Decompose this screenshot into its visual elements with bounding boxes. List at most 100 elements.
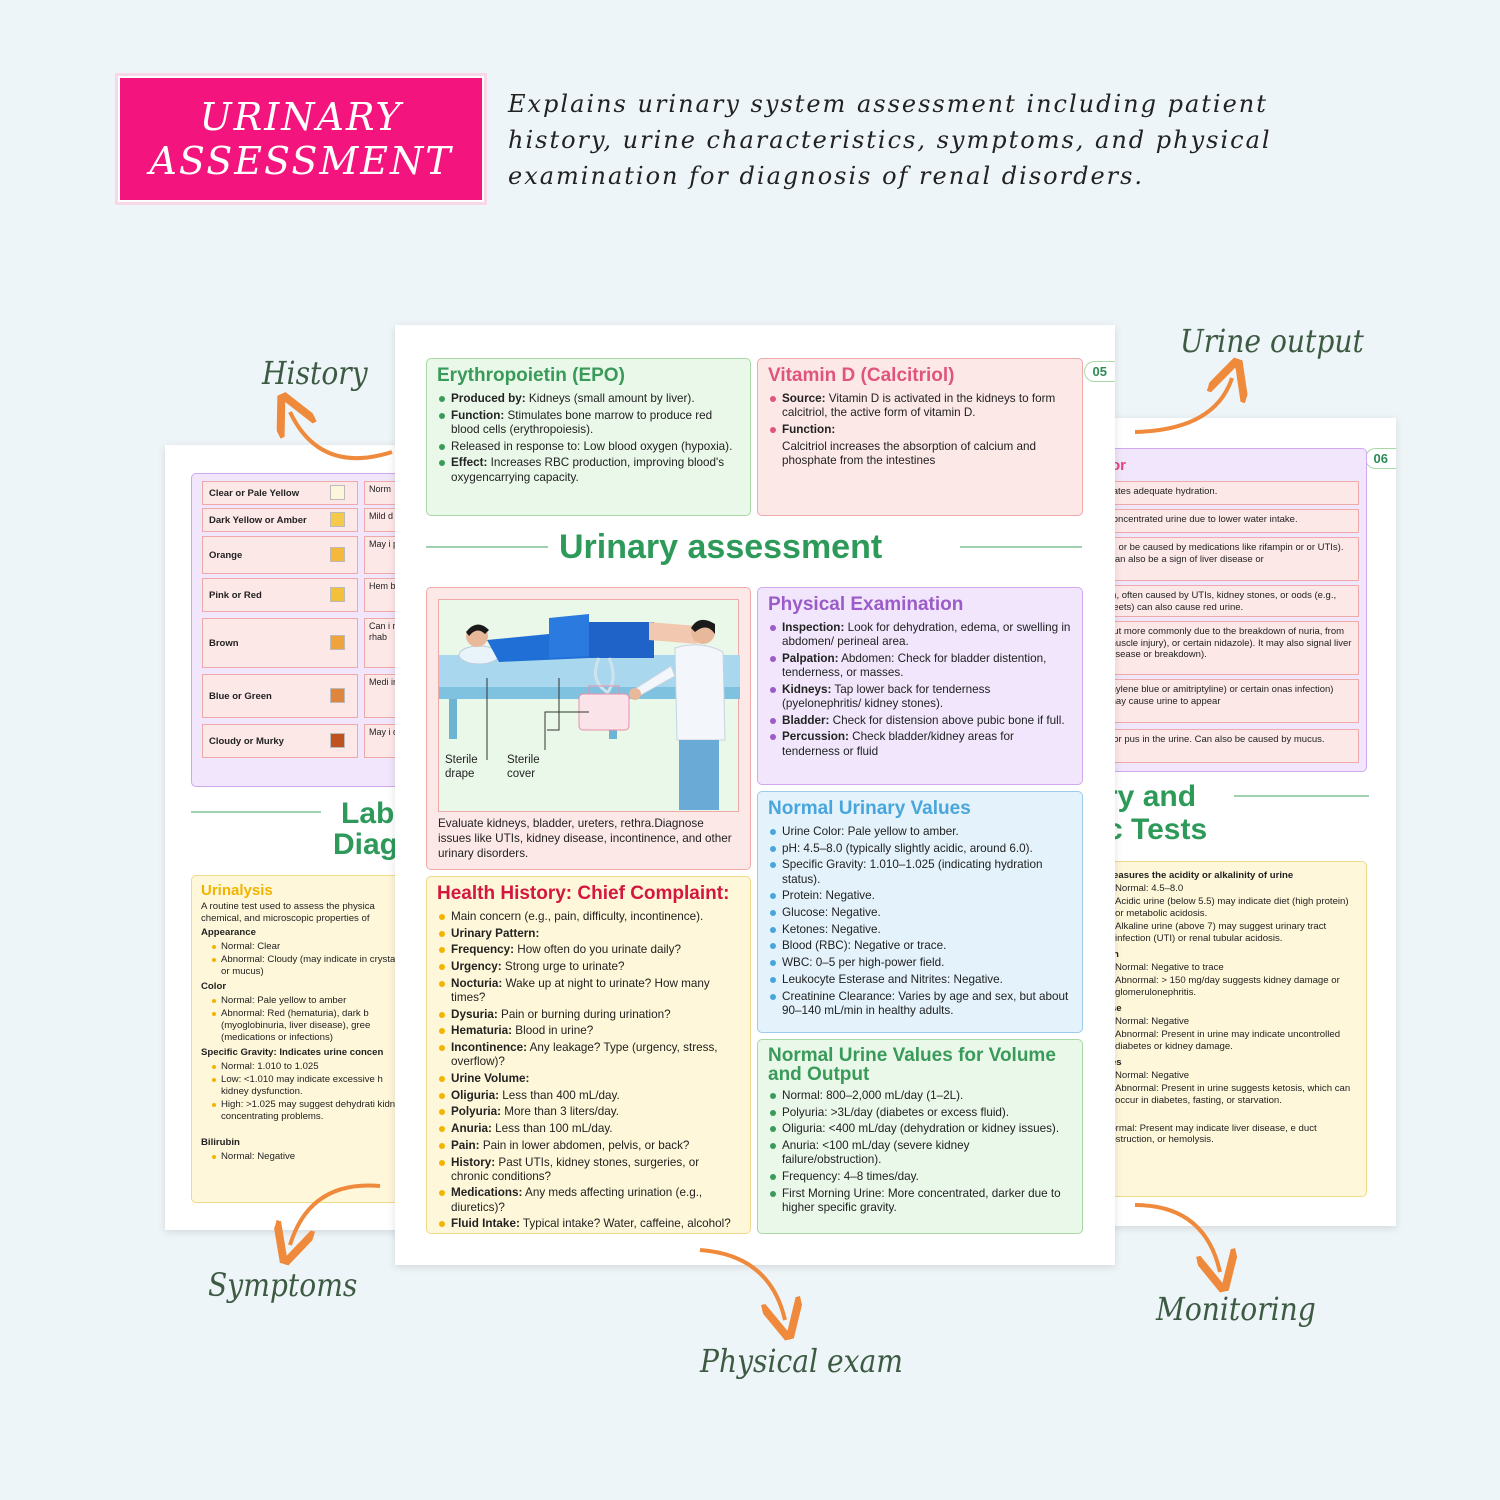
list-item: Abnormal: Present in urine may indicate … xyxy=(1115,1029,1341,1052)
item-label: Percussion: xyxy=(782,730,849,744)
item-text: Past UTIs, kidney stones, surgeries, or … xyxy=(451,1155,700,1183)
item-label: Oliguria: xyxy=(451,1088,500,1102)
callout-history: History xyxy=(262,354,368,392)
item-text: Main concern (e.g., pain, difficulty, in… xyxy=(451,910,704,923)
list-item: Fluid Intake: Typical intake? Water, caf… xyxy=(437,1217,740,1231)
list-item: Normal: 800–2,000 mL/day (1–2L). xyxy=(768,1089,1072,1103)
glucose-heading: ose xyxy=(1105,1003,1356,1014)
list-item: Blood (RBC): Negative or trace. xyxy=(768,939,1072,953)
item-text: Released in response to: Low blood oxyge… xyxy=(451,439,733,453)
item-label: Fluid Intake: xyxy=(451,1217,520,1231)
color-meaning-row: e), often caused by UTIs, kidney stones,… xyxy=(1101,585,1359,617)
title-line-2: ASSESSMENT xyxy=(149,139,453,183)
item-label: Palpation: xyxy=(782,651,839,665)
ph-heading: Measures the acidity or alkalinity of ur… xyxy=(1105,870,1294,881)
item-label: Urinary Pattern: xyxy=(451,926,540,940)
normal-values-list: Urine Color: Pale yellow to amber. pH: 4.… xyxy=(768,825,1072,1018)
urinalysis-box: Urinalysis A routine test used to assess… xyxy=(191,875,405,1203)
volume-output-list: Normal: 800–2,000 mL/day (1–2L).Polyuria… xyxy=(768,1089,1072,1215)
item-text: Abdomen: Check for bladder distention, t… xyxy=(782,651,1047,680)
list-item: Urgency: Strong urge to urinate? xyxy=(437,960,740,974)
item-label: Incontinence: xyxy=(451,1041,527,1055)
list-item: Frequency: 4–8 times/day. xyxy=(768,1170,1072,1184)
item-text: Check for distension above pubic bone if… xyxy=(829,713,1065,727)
color-name-text: Cloudy or Murky xyxy=(209,735,284,747)
item-label: Source: xyxy=(782,392,826,405)
vitamin-d-box: Vitamin D (Calcitriol) Source: Vitamin D… xyxy=(757,358,1083,516)
color-name: Pink or Red xyxy=(202,578,358,612)
item-label: Inspection: xyxy=(782,621,845,634)
urine-color-meaning-table: or cates adequate hydration.concentrated… xyxy=(1100,448,1367,772)
callout-monitoring: Monitoring xyxy=(1156,1290,1316,1328)
item-text: Pain in lower abdomen, pelvis, or back? xyxy=(479,1138,690,1152)
list-item: Hematuria: Blood in urine? xyxy=(437,1024,740,1038)
list-item: normal: Present may indicate liver disea… xyxy=(1105,1122,1317,1146)
color-swatch xyxy=(330,485,345,500)
list-item: Function: xyxy=(768,423,1072,437)
list-item: Oliguria: Less than 400 mL/day. xyxy=(437,1089,740,1103)
color-meaning-row: , or pus in the urine. Can also be cause… xyxy=(1101,729,1359,763)
sg-heading: Specific Gravity: Indicates urine concen xyxy=(201,1046,384,1058)
list-item: Urinary Pattern: xyxy=(437,927,740,941)
physical-exam-list: Inspection: Look for dehydration, edema,… xyxy=(768,621,1072,759)
item-text: Typical intake? Water, caffeine, alcohol… xyxy=(519,1217,731,1231)
list-item: Released in response to: Low blood oxyge… xyxy=(437,440,740,454)
item-text: Any leakage? Type (urgency, stress, over… xyxy=(451,1041,718,1069)
lab-title: Lab xyxy=(341,797,395,830)
list-item: High: >1.025 may suggest dehydrati kidne… xyxy=(211,1099,405,1123)
item-text: Vitamin D is activated in the kidneys to… xyxy=(782,392,1056,420)
epo-box: Erythropoietin (EPO) Produced by: Kidney… xyxy=(426,358,751,516)
title-badge: URINARY ASSESSMENT xyxy=(118,76,484,202)
label-sterile-drape: Sterile drape xyxy=(445,754,478,780)
item-label: Effect: xyxy=(451,456,488,470)
item-text: More than 3 liters/day. xyxy=(501,1105,620,1119)
page-number-06: 06 xyxy=(1364,448,1396,469)
item-label: Frequency: xyxy=(451,943,514,957)
color-name: Cloudy or Murky xyxy=(202,724,358,758)
list-item: Specific Gravity: 1.010–1.025 (indicatin… xyxy=(768,858,1072,886)
description: Explains urinary system assessment inclu… xyxy=(508,90,1272,190)
exam-illustration: Sterile drape Sterile cover xyxy=(438,599,740,812)
list-item: Normal: Negative xyxy=(1115,1069,1190,1081)
list-item: Abnormal: > 150 mg/day suggests kidney d… xyxy=(1115,975,1340,999)
color-meaning-row: but more commonly due to the breakdown o… xyxy=(1101,621,1359,675)
volume-output-title: Normal Urine Values for Volume and Outpu… xyxy=(768,1045,1056,1085)
list-item: Normal: Negative xyxy=(211,1151,405,1163)
bilirubin-list: Normal: Negative xyxy=(201,1151,405,1163)
item-label: Kidneys: xyxy=(782,682,832,696)
item-text: Blood in urine? xyxy=(512,1024,594,1038)
list-item: Urine Color: Pale yellow to amber. xyxy=(768,825,1072,839)
list-item: Abnormal: Present in urine suggests keto… xyxy=(1115,1083,1351,1106)
list-item: Bladder: Check for distension above pubi… xyxy=(768,714,1072,728)
color-name-text: Pink or Red xyxy=(209,589,262,601)
title-line-1: URINARY xyxy=(199,95,403,139)
list-item: Pain: Pain in lower abdomen, pelvis, or … xyxy=(437,1139,740,1153)
color-meaning-row: cates adequate hydration. xyxy=(1101,481,1359,505)
health-history-title: Health History: Chief Complaint: xyxy=(437,883,730,904)
item-text: Strong urge to urinate? xyxy=(501,960,625,974)
epo-list: Produced by: Kidneys (small amount by li… xyxy=(437,392,740,485)
item-label: Urgency: xyxy=(451,960,502,974)
illustration-box: Sterile drape Sterile cover Evaluate kid… xyxy=(426,587,751,870)
normal-values-box: Normal Urinary Values Urine Color: Pale … xyxy=(757,791,1083,1033)
list-item: Dysuria: Pain or burning during urinatio… xyxy=(437,1008,740,1022)
item-label: Pain: xyxy=(451,1138,480,1152)
item-text: Check bladder/kidney areas for tendernes… xyxy=(782,730,1014,758)
color-swatch xyxy=(330,635,345,650)
item-text: Less than 100 mL/day. xyxy=(491,1122,613,1136)
bilirubin-right-list: normal: Present may indicate liver disea… xyxy=(1100,1123,1356,1147)
list-item: Function: Stimulates bone marrow to prod… xyxy=(437,409,740,437)
list-item: Alkaline urine (above 7) may suggest uri… xyxy=(1115,921,1327,945)
list-item: pH: 4.5–8.0 (typically slightly acidic, … xyxy=(768,842,1072,856)
list-item: Polyuria: More than 3 liters/day. xyxy=(437,1105,740,1119)
item-text: Increases RBC production, improving bloo… xyxy=(451,456,725,484)
section-title: Urinary assessment xyxy=(559,528,883,566)
list-item: Creatinine Clearance: Varies by age and … xyxy=(768,990,1072,1018)
